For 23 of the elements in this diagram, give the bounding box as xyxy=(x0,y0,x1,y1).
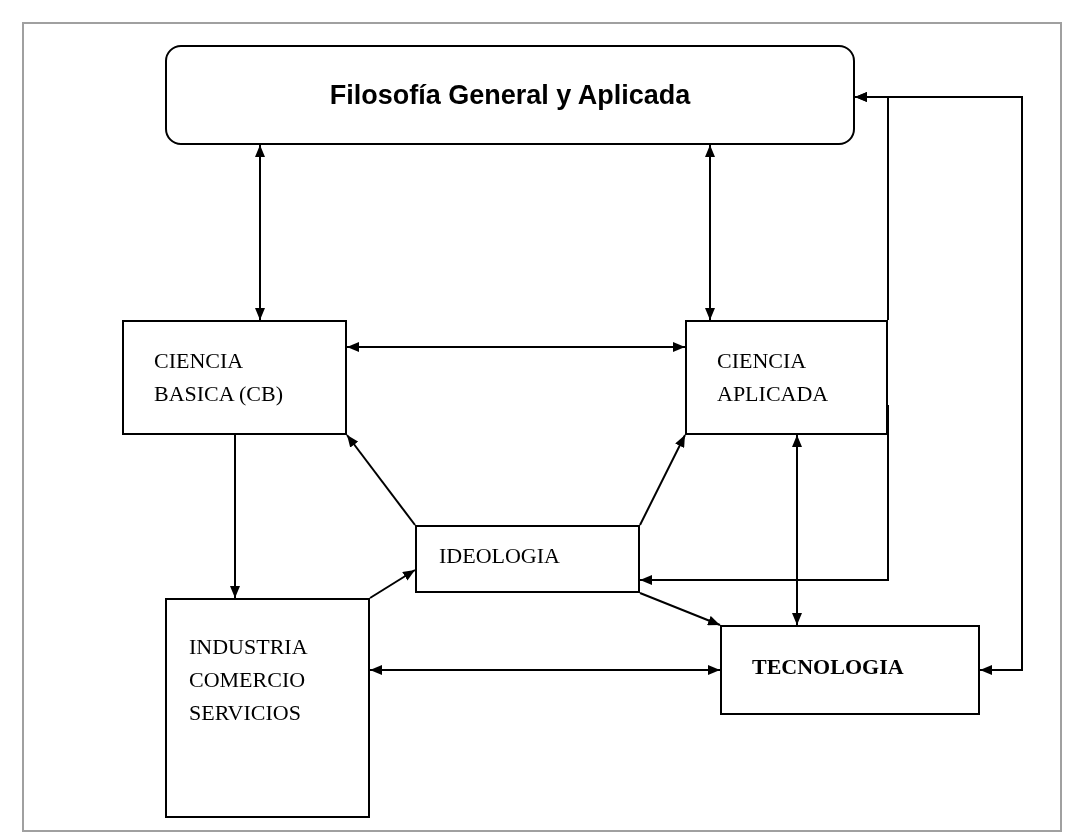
arrow xyxy=(854,92,1023,675)
arrow xyxy=(639,592,721,626)
concept-box xyxy=(122,320,347,435)
concept-box xyxy=(415,525,640,593)
concept-box xyxy=(685,320,888,435)
arrow xyxy=(369,569,416,599)
box-text: CIENCIA BASICA (CB) xyxy=(154,347,284,408)
concept-box xyxy=(165,598,370,818)
box-text: TECNOLOGIA xyxy=(752,652,904,681)
arrow xyxy=(255,144,265,321)
box-text: Filosofía General y Aplicada xyxy=(329,78,691,112)
arrow xyxy=(346,434,416,526)
box-text: CIENCIA APLICADA xyxy=(717,347,830,408)
box-text: IDEOLOGIA xyxy=(439,542,561,570)
arrow xyxy=(346,342,686,352)
arrow xyxy=(639,434,686,526)
concept-box xyxy=(165,45,855,145)
box-text: INDUSTRIA COMERCIO SERVICIOS xyxy=(189,633,308,727)
arrow xyxy=(705,144,715,321)
arrow xyxy=(369,665,721,675)
arrow xyxy=(230,434,240,599)
arrow xyxy=(792,434,802,626)
concept-box xyxy=(720,625,980,715)
